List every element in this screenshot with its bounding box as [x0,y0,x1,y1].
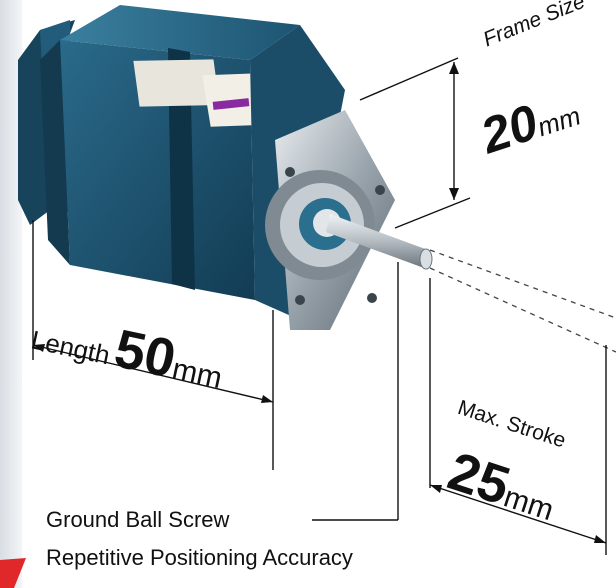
purple-label-stripe [212,98,250,110]
positioning-accuracy-caption: Repetitive Positioning Accuracy [46,545,353,570]
front-flange [250,25,395,330]
red-accent-mark [0,558,26,588]
stroke-unit: mm [499,480,558,528]
ball-screw-caption: Ground Ball Screw [46,507,230,532]
ball-screw-shaft [326,214,433,270]
dimension-arrowheads [33,62,606,543]
flange-screw-hole [295,295,305,305]
stroke-extension-lines [429,249,616,353]
dimension-lines [32,57,607,555]
frame-size-unit: mm [533,100,585,143]
left-edge-strip [0,0,22,588]
flange-screw-hole [285,167,295,177]
flange-screw-hole [375,185,385,195]
flange-screw-hole [367,293,377,303]
length-label: Length [28,324,113,371]
length-unit: mm [169,352,226,396]
product-label-sticker [133,59,220,107]
